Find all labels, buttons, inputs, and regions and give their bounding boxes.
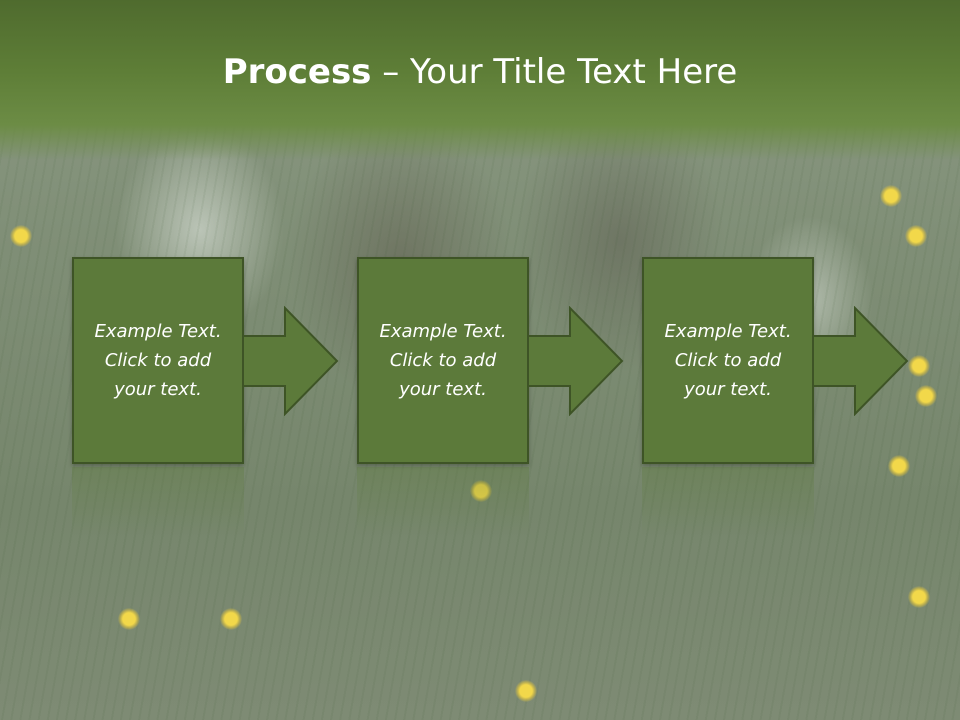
step-box-2[interactable]: Example Text. Click to add your text. (357, 257, 529, 464)
arrow-right-icon (813, 306, 909, 416)
dandelion-decoration (915, 385, 937, 407)
arrow-right-icon (243, 306, 339, 416)
step-text-3: Example Text. Click to add your text. (664, 321, 792, 400)
step-reflection (642, 467, 814, 537)
dandelion-decoration (908, 586, 930, 608)
dandelion-decoration (908, 355, 930, 377)
arrow-right-icon (528, 306, 624, 416)
dandelion-decoration (880, 185, 902, 207)
title-rest: – Your Title Text Here (371, 52, 738, 92)
slide-title[interactable]: Process – Your Title Text Here (0, 52, 960, 92)
dandelion-decoration (888, 455, 910, 477)
step-text-2: Example Text. Click to add your text. (379, 321, 507, 400)
dandelion-decoration (515, 680, 537, 702)
title-bar (0, 0, 960, 160)
step-reflection (72, 467, 244, 537)
dandelion-decoration (118, 608, 140, 630)
dandelion-decoration (905, 225, 927, 247)
step-box-1[interactable]: Example Text. Click to add your text. (72, 257, 244, 464)
step-text-1: Example Text. Click to add your text. (94, 321, 222, 400)
step-reflection (357, 467, 529, 537)
dandelion-decoration (220, 608, 242, 630)
dandelion-decoration (10, 225, 32, 247)
step-box-3[interactable]: Example Text. Click to add your text. (642, 257, 814, 464)
dandelion-decoration (470, 480, 492, 502)
title-bold: Process (222, 52, 372, 92)
